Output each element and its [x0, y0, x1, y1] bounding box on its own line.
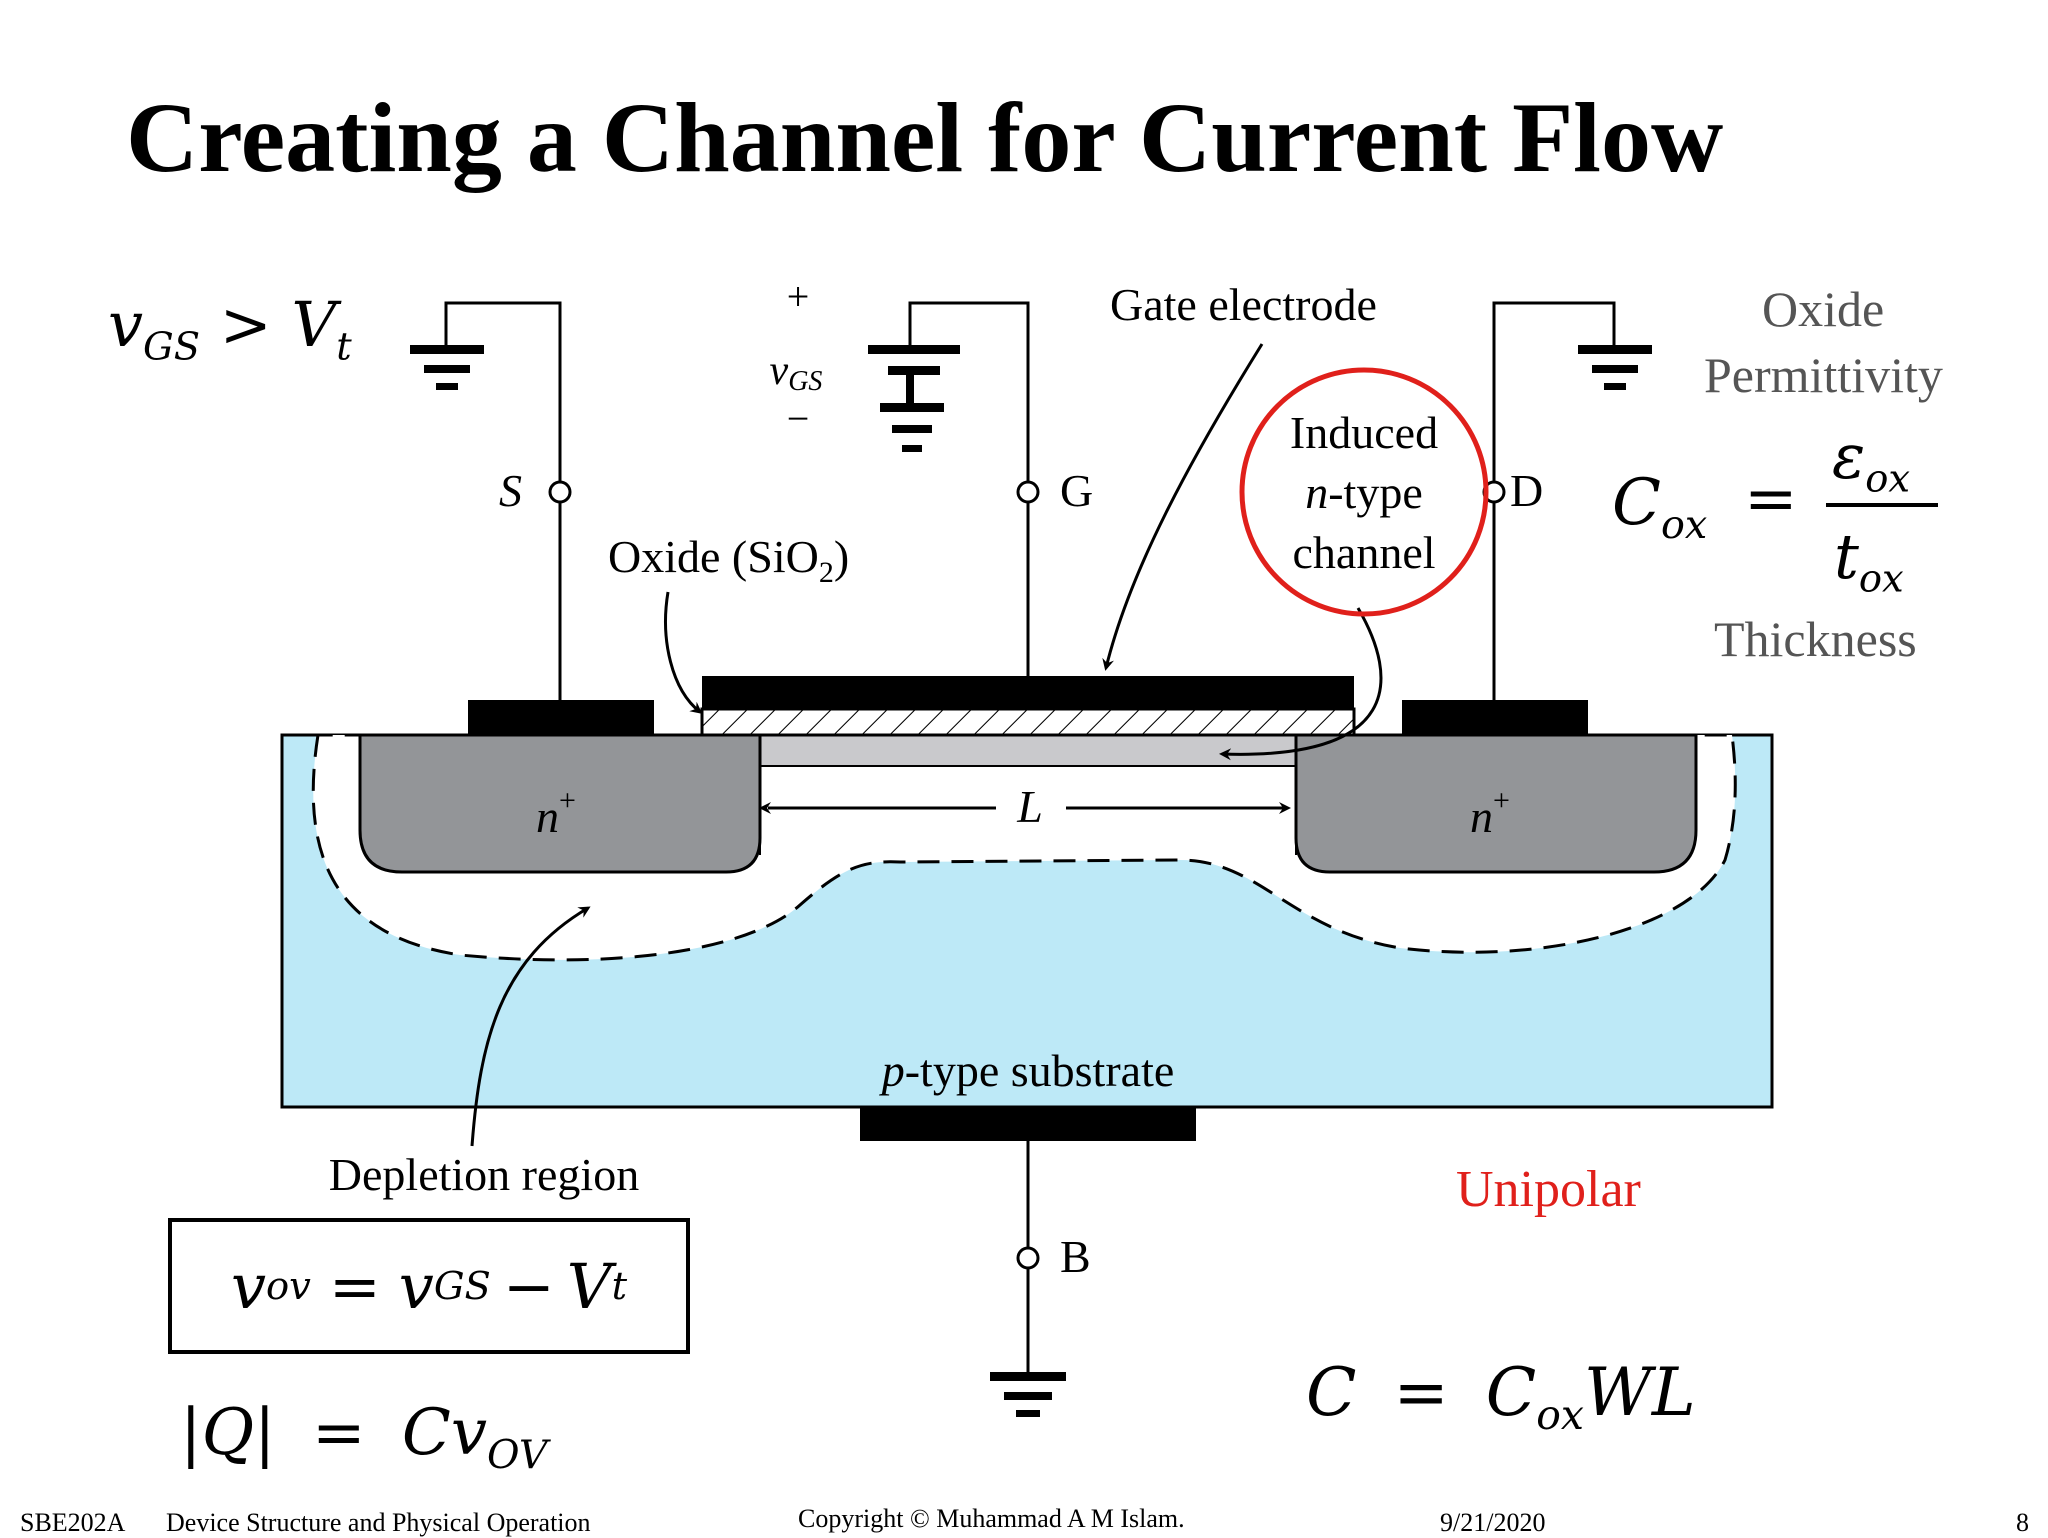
oxide-layer: [700, 707, 1356, 737]
n-type-channel: [757, 734, 1299, 767]
source-terminal: [548, 480, 572, 504]
source-contact: [468, 700, 654, 736]
fraction-bar: [1826, 503, 1938, 507]
condition-equation: vGS > Vt: [108, 288, 352, 370]
gate-battery-wire: [908, 301, 1030, 484]
terminal-d-label: D: [1510, 465, 1543, 516]
cox-denominator: tox: [1834, 520, 1904, 602]
substrate-label: p-type substrate: [879, 1045, 1175, 1096]
cox-numerator: εox: [1832, 420, 1911, 502]
depletion-region-label: Depletion region: [329, 1149, 639, 1200]
terminal-b-label: B: [1060, 1231, 1091, 1282]
length-label: L: [1016, 781, 1043, 832]
unipolar-label: Unipolar: [1456, 1161, 1641, 1218]
vgs-plus: +: [787, 274, 810, 319]
cox-equals: =: [1744, 462, 1798, 536]
ground-icon: [1578, 345, 1652, 390]
depletion-arrow: [470, 906, 591, 1147]
nplus-source-label: n+: [536, 784, 576, 842]
oxide-permittivity-label-1: Oxide: [1762, 281, 1885, 337]
battery-icon: [868, 345, 960, 452]
body-terminal: [1016, 1246, 1040, 1270]
charge-equation: |Q| = CvOV: [180, 1396, 548, 1478]
footer-page-number: 8: [2016, 1508, 2029, 1537]
vgs-minus: −: [787, 396, 810, 441]
drain-ground-wire: [1492, 301, 1616, 484]
induced-channel-label-3: channel: [1292, 527, 1435, 578]
gate-electrode: [702, 676, 1354, 710]
induced-channel-label-1: Induced: [1290, 407, 1438, 458]
cox-lhs: Cox: [1612, 466, 1708, 548]
oxide-label: Oxide (SiO2): [608, 531, 849, 589]
footer-topic: Device Structure and Physical Operation: [166, 1508, 591, 1537]
ground-icon: [410, 345, 484, 390]
footer-date: 9/21/2020: [1440, 1508, 1546, 1537]
capacitance-equation: C = CoxWL: [1306, 1354, 1696, 1440]
terminal-g-label: G: [1060, 465, 1093, 516]
footer-course: SBE202A: [20, 1508, 126, 1537]
drain-contact: [1402, 700, 1588, 736]
channel-highlight-circle: [1239, 367, 1489, 617]
channel-arrow: [1219, 607, 1383, 761]
gate-terminal: [1016, 480, 1040, 504]
body-contact: [860, 1107, 1196, 1141]
induced-channel-label-2: n-type: [1305, 467, 1423, 518]
nplus-drain-label: n+: [1470, 784, 1510, 842]
slide-title: Creating a Channel for Current Flow: [126, 82, 1724, 193]
terminal-s-label: S: [499, 465, 522, 516]
gate-electrode-label: Gate electrode: [1110, 279, 1377, 330]
nplus-drain: [1294, 733, 1698, 874]
source-ground-wire: [444, 301, 562, 484]
thickness-label: Thickness: [1714, 611, 1917, 667]
oxide-permittivity-label-2: Permittivity: [1704, 347, 1943, 403]
footer-copyright: Copyright © Muhammad A M Islam.: [798, 1504, 1185, 1533]
oxide-arrow: [664, 591, 703, 714]
gate-electrode-arrow: [1102, 343, 1264, 671]
ground-icon: [990, 1372, 1066, 1417]
vgs-label: vGS: [770, 348, 823, 397]
